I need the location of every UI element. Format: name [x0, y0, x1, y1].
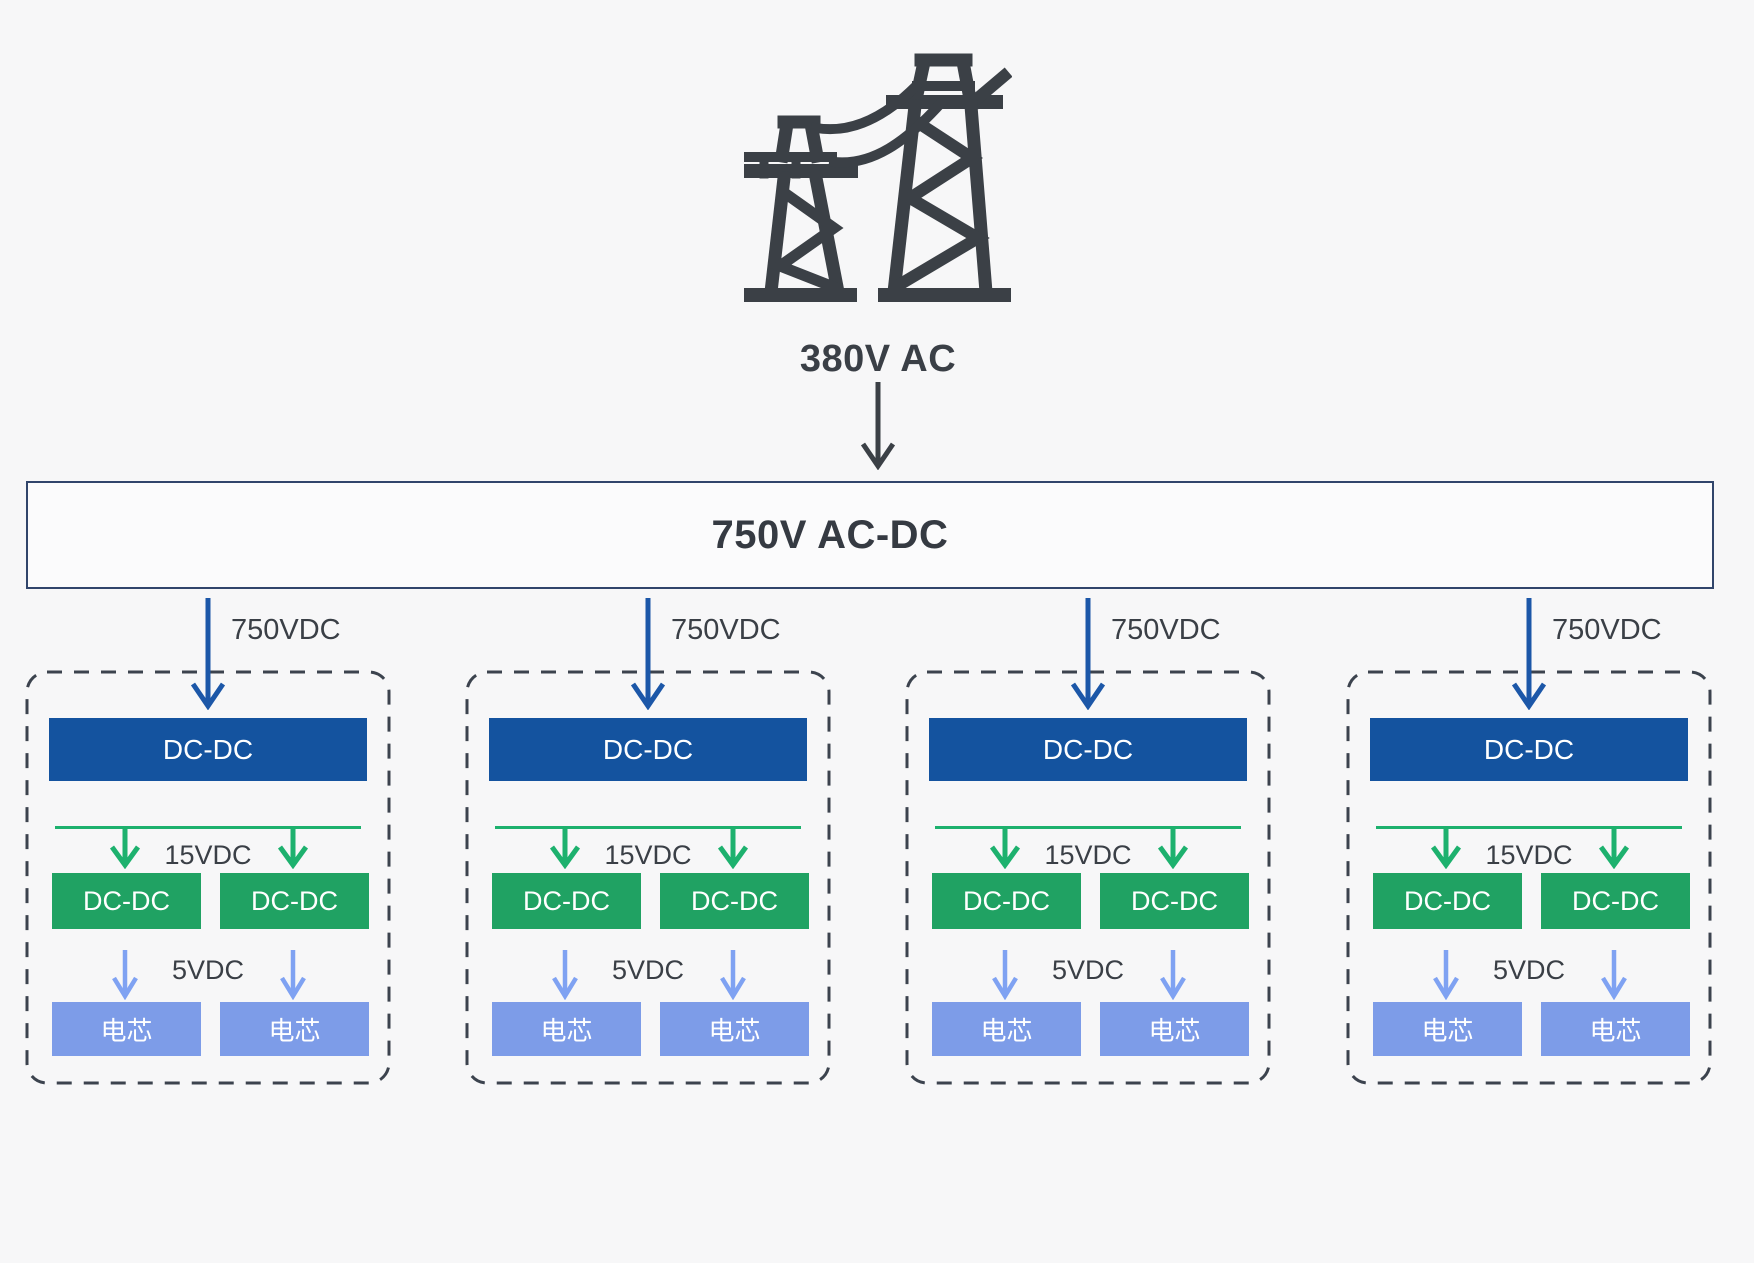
battery-cell-box-left: 电芯 [932, 1002, 1081, 1056]
acdc-converter-box: 750V AC-DC [26, 481, 1714, 589]
battery-cell-label: 电芯 [100, 1015, 153, 1046]
secondary-dcdc-label: DC-DC [1572, 885, 1659, 916]
battery-cell-label: 电芯 [1589, 1015, 1642, 1046]
bus-line-15v [935, 826, 1241, 829]
branch-group-2: 750VDC DC-DC 15VDC DC-DC DC-DC 5VDC 电芯 电… [465, 598, 831, 1085]
bus-arrow-left-icon [1430, 827, 1462, 869]
branch-input-arrow-icon [1511, 598, 1547, 710]
branch-input-voltage-label: 750VDC [1552, 614, 1662, 646]
secondary-dcdc-box-left: DC-DC [932, 873, 1081, 929]
secondary-dcdc-box-left: DC-DC [52, 873, 201, 929]
secondary-dcdc-box-left: DC-DC [492, 873, 641, 929]
bus-arrow-left-icon [109, 827, 141, 869]
secondary-dcdc-label: DC-DC [691, 885, 778, 916]
battery-cell-label: 电芯 [708, 1015, 761, 1046]
primary-dcdc-box: DC-DC [1370, 718, 1688, 781]
bus-line-15v [1376, 826, 1682, 829]
cell-voltage-label: 5VDC [611, 955, 685, 985]
cell-arrow-left-icon [112, 950, 138, 1000]
transmission-tower-icon [744, 53, 1012, 302]
cell-voltage-label: 5VDC [1051, 955, 1125, 985]
battery-cell-box-right: 电芯 [1100, 1002, 1249, 1056]
grid-to-acdc-arrow-icon [860, 382, 896, 470]
primary-dcdc-label: DC-DC [1042, 733, 1134, 765]
secondary-dcdc-label: DC-DC [1404, 885, 1491, 916]
secondary-dcdc-label: DC-DC [251, 885, 338, 916]
secondary-dcdc-box-right: DC-DC [1541, 873, 1690, 929]
grid-voltage-label: 380V AC [799, 338, 957, 380]
cell-arrow-right-icon [720, 950, 746, 1000]
bus-line-15v [495, 826, 801, 829]
secondary-dcdc-label: DC-DC [83, 885, 170, 916]
bus-arrow-right-icon [717, 827, 749, 869]
battery-cell-label: 电芯 [540, 1015, 593, 1046]
battery-cell-label: 电芯 [1148, 1015, 1201, 1046]
branch-input-arrow-icon [190, 598, 226, 710]
primary-dcdc-box: DC-DC [489, 718, 807, 781]
secondary-dcdc-label: DC-DC [1131, 885, 1218, 916]
cell-voltage-label: 5VDC [171, 955, 245, 985]
battery-cell-box-right: 电芯 [660, 1002, 809, 1056]
acdc-converter-label: 750V AC-DC [711, 512, 949, 557]
mid-voltage-label: 15VDC [1485, 840, 1573, 870]
secondary-dcdc-label: DC-DC [523, 885, 610, 916]
mid-voltage-label: 15VDC [164, 840, 252, 870]
bus-arrow-left-icon [549, 827, 581, 869]
battery-cell-label: 电芯 [1421, 1015, 1474, 1046]
cell-arrow-left-icon [992, 950, 1018, 1000]
secondary-dcdc-box-right: DC-DC [660, 873, 809, 929]
cell-arrow-left-icon [1433, 950, 1459, 1000]
bus-line-15v [55, 826, 361, 829]
bus-arrow-right-icon [277, 827, 309, 869]
battery-cell-box-left: 电芯 [52, 1002, 201, 1056]
primary-dcdc-label: DC-DC [1483, 733, 1575, 765]
branch-group-3: 750VDC DC-DC 15VDC DC-DC DC-DC 5VDC 电芯 电… [905, 598, 1271, 1085]
battery-cell-box-left: 电芯 [1373, 1002, 1522, 1056]
battery-cell-box-right: 电芯 [1541, 1002, 1690, 1056]
branch-group-4: 750VDC DC-DC 15VDC DC-DC DC-DC 5VDC 电芯 电… [1346, 598, 1712, 1085]
branch-input-arrow-icon [630, 598, 666, 710]
branch-input-voltage-label: 750VDC [671, 614, 781, 646]
primary-dcdc-box: DC-DC [929, 718, 1247, 781]
secondary-dcdc-label: DC-DC [963, 885, 1050, 916]
bus-arrow-right-icon [1157, 827, 1189, 869]
battery-cell-box-right: 电芯 [220, 1002, 369, 1056]
branch-input-arrow-icon [1070, 598, 1106, 710]
battery-cell-box-left: 电芯 [492, 1002, 641, 1056]
mid-voltage-label: 15VDC [604, 840, 692, 870]
secondary-dcdc-box-left: DC-DC [1373, 873, 1522, 929]
branch-input-voltage-label: 750VDC [1111, 614, 1221, 646]
cell-arrow-right-icon [1601, 950, 1627, 1000]
bus-arrow-right-icon [1598, 827, 1630, 869]
primary-dcdc-label: DC-DC [162, 733, 254, 765]
mid-voltage-label: 15VDC [1044, 840, 1132, 870]
primary-dcdc-box: DC-DC [49, 718, 367, 781]
bus-arrow-left-icon [989, 827, 1021, 869]
cell-arrow-right-icon [1160, 950, 1186, 1000]
primary-dcdc-label: DC-DC [602, 733, 694, 765]
cell-arrow-left-icon [552, 950, 578, 1000]
branch-input-voltage-label: 750VDC [231, 614, 341, 646]
battery-cell-label: 电芯 [980, 1015, 1033, 1046]
cell-arrow-right-icon [280, 950, 306, 1000]
secondary-dcdc-box-right: DC-DC [220, 873, 369, 929]
branch-group-1: 750VDC DC-DC 15VDC DC-DC DC-DC 5VDC 电芯 电… [25, 598, 391, 1085]
secondary-dcdc-box-right: DC-DC [1100, 873, 1249, 929]
battery-cell-label: 电芯 [268, 1015, 321, 1046]
cell-voltage-label: 5VDC [1492, 955, 1566, 985]
